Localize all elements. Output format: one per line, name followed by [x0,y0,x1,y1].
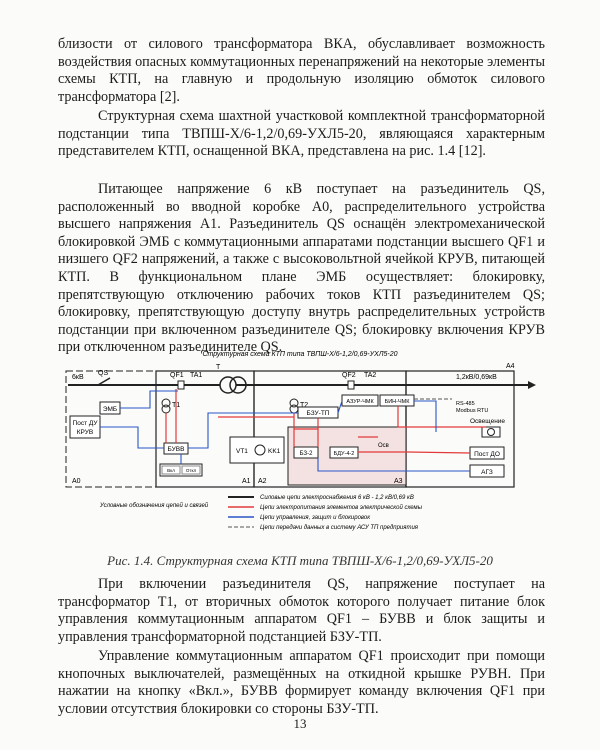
legend-item-data: Цепи передачи данных в систему АСУ ТП пр… [260,525,419,531]
buvv-label: БУВВ [168,446,185,453]
kk1-label: KK1 [268,448,281,455]
label-qs: QS [98,370,108,377]
legend: Условные обозначения цепей и связей Сило… [99,495,423,531]
otkl-label: Откл [186,468,197,473]
rs485-label: RS-485 [456,401,475,407]
label-a2: A2 [258,478,267,485]
transformer-t1 [161,398,171,408]
lamp-block [481,426,501,438]
vt1-label: VT1 [236,448,248,455]
label-qf1: QF1 [170,372,184,379]
page-number: 13 [293,716,307,731]
legend-item-supply: Цепи электропитания элементов электричес… [260,504,423,511]
osv-label: Осв [378,443,389,449]
label-a3: A3 [394,478,403,485]
label-ta2: TA2 [364,372,376,379]
vkl-label: Вкл [167,468,175,473]
paragraph-5: Управление коммутационным аппаратом QF1 … [58,648,545,717]
structure-diagram: Структурная схема КТП типа ТВПШ-Х/6-1,2/… [65,351,536,531]
transformer-t [219,376,237,394]
qf2-switch [347,380,355,390]
osveshenie-label: Освещение [470,418,505,425]
figure-caption: Рис. 1.4. Структурная схема КТП типа ТВП… [107,553,493,568]
label-t2: T2 [300,402,308,409]
label-out-voltage: 1,2кВ/0,69кВ [456,374,497,381]
azur-block [341,394,379,407]
legend-title: Условные обозначения цепей и связей [99,502,209,509]
post-do-label: Пост ДО [474,451,500,458]
legend-item-control: Цепи управления, защит и блокировок [260,515,371,521]
bdu-label: БДУ-4-2 [334,451,355,457]
paragraph-1: близости от силового трансформатора ВКА,… [58,36,545,105]
qf1-switch [177,380,185,390]
label-a4: A4 [506,363,515,370]
label-6kv: 6кВ [72,374,84,381]
kruv-label: КРУВ [77,429,93,436]
label-a1: A1 [242,478,251,485]
label-ta1: TA1 [190,372,202,379]
paragraph-2: Структурная схема шахтной участковой ком… [58,108,545,160]
post-du-label: Пост ДУ [73,420,99,427]
enclosure-a0 [65,370,157,488]
bin-label: БИН-ЧМК [385,399,411,405]
agz-label: АГЗ [481,469,493,476]
azur-label: АЗУР-ЧМК [346,399,374,405]
modbus-label: Modbus RTU [456,408,488,414]
legend-item-power: Силовые цепи электроснабжения 6 кВ - 1,2… [260,495,414,501]
diagram-title: Структурная схема КТП типа ТВПШ-Х/6-1,2/… [202,351,397,358]
vt1-kk1-group [229,436,285,464]
bzu-label: БЗУ-ТП [307,410,330,417]
control-circuits-blue [100,390,470,472]
emb-label: ЭМБ [103,406,117,413]
paragraph-3: Питающее напряжение 6 кВ поступает на ра… [58,181,545,356]
label-qf2: QF2 [342,372,356,379]
qs-switch [97,377,111,386]
lamp-icon [487,428,495,436]
bz2-label: БЗ-2 [300,451,313,457]
transformer-t2 [289,398,299,408]
label-a0: A0 [72,478,81,485]
paragraph-4: При включении разъединителя QS, напряжен… [58,576,545,645]
power-circuits-red [165,389,486,454]
label-t: T [216,364,221,371]
output-arrow-icon [528,381,536,389]
bz2-block [293,446,319,459]
